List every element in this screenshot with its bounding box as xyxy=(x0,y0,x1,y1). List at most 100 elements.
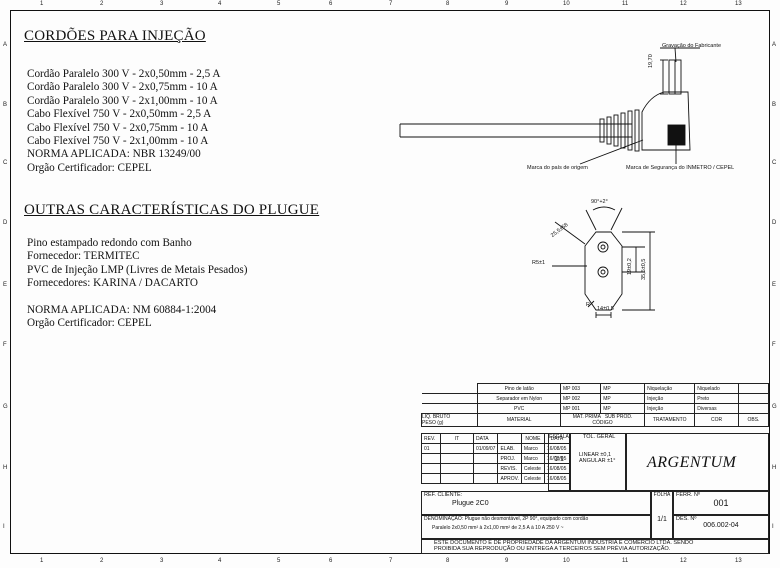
revision-table: REV. IT DATA NOME DATA 01 01/09/07 ELAB.… xyxy=(421,433,570,484)
tool-number-value: 001 xyxy=(713,498,729,508)
table-row: PVC MP 001 MP Injeção Diversas xyxy=(421,403,770,414)
notice-line: ESTE DOCUMENTO É DE PROPRIEDADE DA ARGEN… xyxy=(434,540,694,546)
spec-line: Cordão Paralelo 300 V - 2x1,00mm - 10 A xyxy=(27,94,218,107)
header-obs: OBS. xyxy=(737,413,770,427)
person-name: Celeste xyxy=(520,473,545,484)
drawing-frame xyxy=(10,10,770,554)
angle-dim-label: 90°+2° xyxy=(591,199,608,205)
border-letter: D xyxy=(3,220,8,226)
border-letter: H xyxy=(3,465,8,471)
tool-number-label: FERR. Nº xyxy=(676,492,701,498)
person-name: Marco xyxy=(520,453,545,464)
border-number: 1 xyxy=(40,1,44,7)
border-letter: H xyxy=(772,465,777,471)
border-number: 5 xyxy=(277,558,281,564)
spec-line: Fornecedor: TERMITEC xyxy=(27,250,140,263)
material-desc: Pino de latão xyxy=(477,383,561,394)
table-row: Pino de latão MP 003 MP Niquelação Nique… xyxy=(421,383,770,394)
denomination-label: DENOMINAÇÃO: xyxy=(424,516,464,522)
rev-date: 01/09/07 xyxy=(472,443,499,454)
border-letter: C xyxy=(3,160,8,166)
scale-box: ESCALA 1:1 xyxy=(548,433,570,491)
material-sub: MP xyxy=(600,383,646,394)
sheet-label: FOLHA xyxy=(653,492,671,498)
spec-line: Cabo Flexível 750 V - 2x0,75mm - 10 A xyxy=(27,121,209,134)
spec-line: Fornecedores: KARINA / DACARTO xyxy=(27,277,198,290)
engraving-label: Gravação do Fabricante xyxy=(662,43,722,49)
company-logo-text: ARGENTUM xyxy=(647,454,737,471)
person-role: APROV. xyxy=(497,473,522,484)
reference-box: REF. CLIENTE: Plugue 2C0 xyxy=(421,491,651,515)
border-number: 4 xyxy=(218,1,222,7)
border-number: 5 xyxy=(277,1,281,7)
border-number: 10 xyxy=(563,1,570,7)
border-number: 6 xyxy=(329,1,333,7)
border-letter: A xyxy=(3,42,8,48)
border-letter: D xyxy=(772,220,777,226)
header-material: MATERIAL xyxy=(477,413,561,427)
cordoes-spec-list: Cordão Paralelo 300 V - 2x0,50mm - 2,5 A… xyxy=(27,68,221,175)
spec-line: Cordão Paralelo 300 V - 2x0,50mm - 2,5 A xyxy=(27,68,221,80)
border-letter: B xyxy=(772,102,777,108)
drawing-number-value: 006.002-04 xyxy=(703,522,739,529)
plugue-characteristics-list: Pino estampado redondo com Banho Fornece… xyxy=(27,237,248,291)
section-title-plugue: OUTRAS CARACTERÍSTICAS DO PLUGUE xyxy=(24,202,320,218)
sheet-box: FOLHA 1/1 xyxy=(651,491,673,539)
border-number: 11 xyxy=(622,558,629,564)
denomination-line: Paralelo 2x0,50 mm² à 2x1,00 mm² de 2,5 … xyxy=(432,525,564,531)
rev-header: IT xyxy=(440,433,474,444)
border-number: 8 xyxy=(446,1,450,7)
tolerance-label: TOL. GERAL xyxy=(583,434,616,440)
tolerance-linear-label: LINEAR xyxy=(579,452,599,458)
table-row: PROJ. Marco 16/08/05 xyxy=(421,453,570,464)
table-row: Separador em Nylon MP 002 MP Injeção Pre… xyxy=(421,393,770,404)
spec-line: Cordão Paralelo 300 V - 2x0,75mm - 10 A xyxy=(27,81,218,94)
border-letter: E xyxy=(772,282,777,288)
material-treatment: Niquelação xyxy=(644,383,696,394)
border-number: 12 xyxy=(680,558,687,564)
border-number: 9 xyxy=(505,1,509,7)
spec-line: PVC de Injeção LMP (Livres de Metais Pes… xyxy=(27,263,248,276)
dim-r-label: R xyxy=(586,302,590,308)
sheet-value: 1/1 xyxy=(657,516,667,523)
spec-line: Cabo Flexível 750 V - 2x1,00mm - 10 A xyxy=(27,135,209,148)
spec-line: Cabo Flexível 750 V - 2x0,50mm - 2,5 A xyxy=(27,108,212,121)
border-number: 1 xyxy=(40,558,44,564)
table-header-row: REV. IT DATA NOME DATA xyxy=(421,433,570,444)
tool-number-box: FERR. Nº 001 xyxy=(673,491,769,515)
denomination-line: Plugue não desmontável, 2P 90°, equipado… xyxy=(464,516,589,522)
drawing-number-box: DES. Nº 006.002-04 xyxy=(673,515,769,539)
border-number: 6 xyxy=(329,558,333,564)
spec-line: NORMA APLICADA: NM 60884-1:2004 xyxy=(27,304,217,316)
front-view-plug xyxy=(552,206,655,318)
header-codigo: CÓDIGO xyxy=(592,420,613,426)
rev-number: 01 xyxy=(421,443,441,454)
border-number: 13 xyxy=(735,558,742,564)
border-letter: G xyxy=(3,404,8,410)
border-letter: G xyxy=(772,404,777,410)
ownership-notice: ESTE DOCUMENTO É DE PROPRIEDADE DA ARGEN… xyxy=(421,539,769,554)
border-number: 2 xyxy=(100,1,104,7)
material-treatment: Injeção xyxy=(644,403,696,414)
material-sub: MP xyxy=(600,403,646,414)
part-name: Plugue 2C0 xyxy=(452,500,489,507)
material-treatment: Injeção xyxy=(644,393,696,404)
plugue-norma-list: NORMA APLICADA: NM 60884-1:2004 Orgão Ce… xyxy=(27,304,216,331)
table-row: 01 01/09/07 ELAB. Marco 16/08/05 xyxy=(421,443,570,454)
material-code: MP 001 xyxy=(559,403,602,414)
border-number: 3 xyxy=(160,558,164,564)
spec-line: Pino estampado redondo com Banho xyxy=(27,237,192,249)
border-letter: C xyxy=(772,160,777,166)
notice-line: PROIBIDA SUA REPRODUÇÃO OU ENTREGA A TER… xyxy=(434,546,671,552)
material-code: MP 002 xyxy=(559,393,602,404)
denomination-box: DENOMINAÇÃO: Plugue não desmontável, 2P … xyxy=(421,515,651,539)
tolerance-linear-value: ±0,1 xyxy=(600,452,612,458)
border-letter: I xyxy=(772,524,774,530)
material-desc: Separador em Nylon xyxy=(477,393,561,404)
border-letter: I xyxy=(3,524,5,530)
scale-value: 1:1 xyxy=(554,456,564,463)
border-number: 7 xyxy=(389,558,393,564)
tolerance-angular-value: ±1° xyxy=(607,458,616,464)
